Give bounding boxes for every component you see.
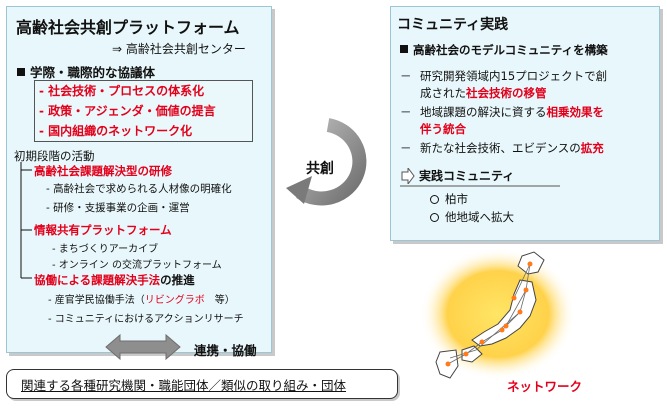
key-point: - 政策・アジェンダ・価値の提言 xyxy=(39,104,216,118)
activity-item: - オンライン の交流プラットフォーム xyxy=(52,260,222,271)
activity-item: - 研修・支援事業の企画・運営 xyxy=(46,202,190,214)
practice-underline xyxy=(400,185,560,187)
key-points-box: - 社会技術・プロセスの体系化 - 政策・アジェンダ・価値の提言 - 国内組織の… xyxy=(34,80,253,142)
square-bullet-icon xyxy=(17,68,25,76)
community-line: 地域課題の解決に資する相乗効果を xyxy=(420,105,604,119)
platform-title: 高齢社会共創プラットフォーム xyxy=(16,18,240,37)
activities-heading: 初期段階の活動 xyxy=(14,149,95,163)
double-arrow-icon xyxy=(105,333,181,361)
circle-bullet-icon xyxy=(430,195,439,204)
council-heading: 学際・職際的な協議体 xyxy=(17,62,155,81)
practice-heading: 実践コミュニティ xyxy=(419,169,515,183)
platform-panel xyxy=(6,6,272,353)
dash-bullet: － xyxy=(400,69,412,83)
community-line: 成された社会技術の移管 xyxy=(420,86,547,100)
activity-info-platform-title: 情報共有プラットフォーム xyxy=(34,223,172,237)
circle-bullet-icon xyxy=(430,213,439,222)
activity-item: - コミュニティにおけるアクションリサーチ xyxy=(48,314,244,325)
activity-collab-title: 協働による課題解決手法の推進 xyxy=(34,273,195,287)
network-label: ネットワーク xyxy=(507,379,583,394)
cycle-arrow-icon xyxy=(286,118,367,206)
community-line: 新たな社会技術、エビデンスの拡充 xyxy=(420,141,604,155)
japan-network-map xyxy=(420,248,576,380)
square-bullet-icon xyxy=(400,45,408,53)
dash-bullet: － xyxy=(400,141,412,155)
related-organizations-bar: 関連する各種研究機関・職能団体／類似の取り組み・団体 xyxy=(6,369,398,399)
dash-bullet: － xyxy=(400,105,412,119)
platform-subtitle: ⇒ 高齢社会共創センター xyxy=(112,42,246,56)
activity-item: - まちづくりアーカイブ xyxy=(52,244,159,255)
community-line: 研究開発領域内15プロジェクトで創 xyxy=(420,69,608,83)
link-label: 連携・協働 xyxy=(194,343,257,358)
related-organizations-text: 関連する各種研究機関・職能団体／類似の取り組み・団体 xyxy=(21,378,347,393)
key-point: - 国内組織のネットワーク化 xyxy=(39,124,193,138)
community-line: 伴う統合 xyxy=(420,122,466,136)
network-nodes xyxy=(445,261,533,367)
activity-training-title: 高齢社会課題解決型の研修 xyxy=(34,164,172,178)
network-glow xyxy=(420,248,576,380)
activity-item: - 高齢社会で求められる人材像の明確化 xyxy=(46,183,232,195)
practice-item: 他地域へ拡大 xyxy=(430,209,514,225)
community-heading: 高齢社会のモデルコミュニティを構築 xyxy=(400,42,608,58)
activity-item: - 産官学民協働手法（リビングラボ 等） xyxy=(48,295,235,306)
practice-item: 柏市 xyxy=(430,191,468,207)
community-title: コミュニティ実践 xyxy=(397,17,509,33)
cycle-label: 共創 xyxy=(306,161,334,177)
key-point: - 社会技術・プロセスの体系化 xyxy=(39,84,205,98)
practice-arrow-icon xyxy=(401,168,415,184)
